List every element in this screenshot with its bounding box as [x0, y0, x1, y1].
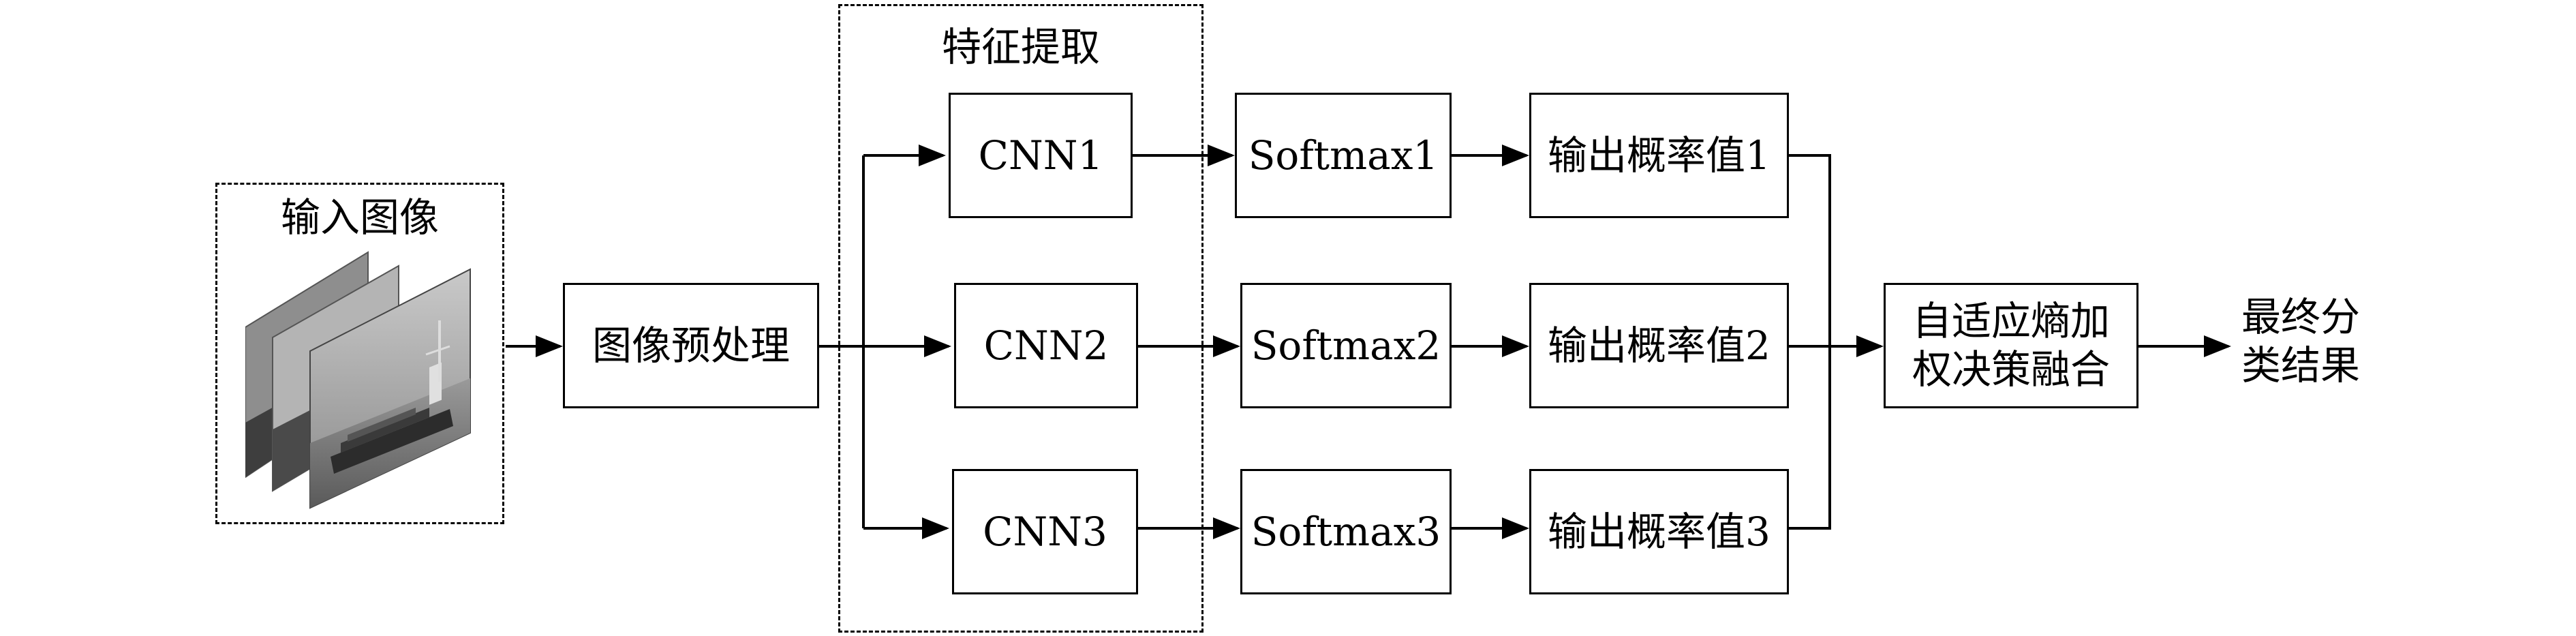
feature-extraction-group — [838, 4, 1203, 633]
fusion-box: 自适应熵加 权决策融合 — [1884, 283, 2138, 408]
prob3-label: 输出概率值3 — [1548, 508, 1770, 555]
cnn1-box: CNN1 — [949, 93, 1133, 218]
prob1-label: 输出概率值1 — [1548, 132, 1770, 179]
merge-prob1 — [1789, 154, 1831, 530]
softmax3-label: Softmax3 — [1251, 508, 1441, 555]
feature-extraction-title: 特征提取 — [941, 24, 1100, 70]
prob2-box: 输出概率值2 — [1529, 283, 1789, 408]
fusion-label: 自适应熵加 权决策融合 — [1912, 298, 2110, 393]
softmax1-box: Softmax1 — [1235, 93, 1452, 218]
cnn1-label: CNN1 — [978, 132, 1103, 179]
input-images-group — [215, 183, 504, 524]
final-result-label: 最终分 类结果 — [2241, 294, 2360, 389]
input-images-title: 输入图像 — [280, 194, 439, 241]
cnn2-box: CNN2 — [954, 283, 1138, 408]
prob2-label: 输出概率值2 — [1548, 322, 1770, 369]
prob1-box: 输出概率值1 — [1529, 93, 1789, 218]
cnn2-label: CNN2 — [983, 322, 1109, 369]
softmax2-box: Softmax2 — [1240, 283, 1452, 408]
softmax3-box: Softmax3 — [1240, 469, 1452, 594]
stack-image-front-ship — [309, 268, 471, 509]
cnn3-box: CNN3 — [952, 469, 1138, 594]
cnn3-label: CNN3 — [983, 508, 1107, 555]
prob3-box: 输出概率值3 — [1529, 469, 1789, 594]
preprocess-box: 图像预处理 — [563, 283, 819, 408]
softmax1-label: Softmax1 — [1248, 132, 1439, 179]
preprocess-label: 图像预处理 — [592, 322, 790, 369]
softmax2-label: Softmax2 — [1251, 322, 1441, 369]
input-image-stack — [245, 251, 471, 509]
